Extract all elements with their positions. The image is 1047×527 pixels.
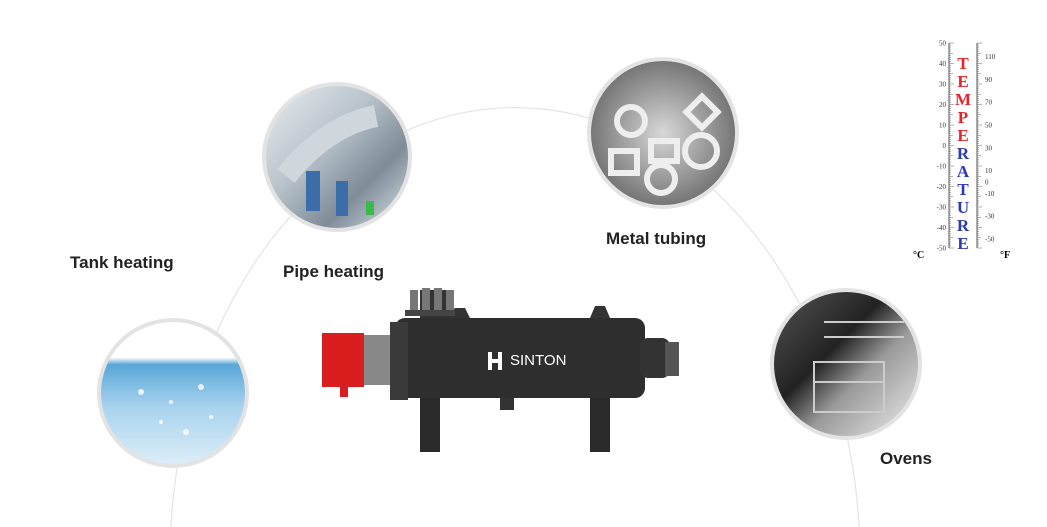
celsius-tick-label: 0 [943,142,947,150]
temperature-letter: P [958,108,968,127]
celsius-tick-label: -30 [937,204,947,212]
temperature-letter: A [957,162,970,181]
label-metal-tubing: Metal tubing [606,229,707,248]
celsius-unit: °C [913,250,925,261]
celsius-tick-label: -10 [937,163,947,171]
fahrenheit-tick-label: 30 [985,144,993,152]
fahrenheit-tick-label: 110 [985,53,996,61]
fahrenheit-tick-label: -10 [985,190,995,198]
celsius-tick-label: 30 [939,81,947,89]
brand-logo: SINTON [510,352,567,369]
temperature-letter: E [957,126,968,145]
fahrenheit-tick-label: -30 [985,213,995,221]
label-pipe-heating: Pipe heating [283,262,385,281]
temperature-letter: T [957,54,969,73]
label-tank-heating: Tank heating [70,253,174,272]
temperature-letter: E [957,234,968,253]
fahrenheit-tick-label: -50 [985,235,995,243]
celsius-tick-label: 10 [939,122,947,130]
fahrenheit-tick-label: 50 [985,122,993,130]
fahrenheit-tick-label: 0 [985,178,989,186]
fahrenheit-tick-label: 70 [985,99,993,107]
celsius-tick-label: -40 [937,224,947,232]
fahrenheit-tick-label: 10 [985,167,993,175]
temperature-letter: R [957,144,970,163]
temperature-letter: T [957,180,969,199]
celsius-tick-label: -50 [937,245,947,253]
ovens-image [770,288,922,440]
metal-tubing-image [587,57,739,209]
celsius-tick-label: 40 [939,60,947,68]
temperature-letter: R [957,216,970,235]
celsius-tick-label: -20 [937,183,947,191]
celsius-tick-label: 50 [939,40,947,48]
fahrenheit-unit: °F [1000,250,1011,261]
celsius-tick-label: 20 [939,101,947,109]
label-ovens: Ovens [880,449,932,468]
pipe-heating-image [262,82,412,232]
temperature-letter: U [957,198,969,217]
tank-heating-image [97,318,249,468]
temperature-letter: E [957,72,968,91]
fahrenheit-tick-label: 90 [985,76,993,84]
temperature-letter: M [955,90,971,109]
